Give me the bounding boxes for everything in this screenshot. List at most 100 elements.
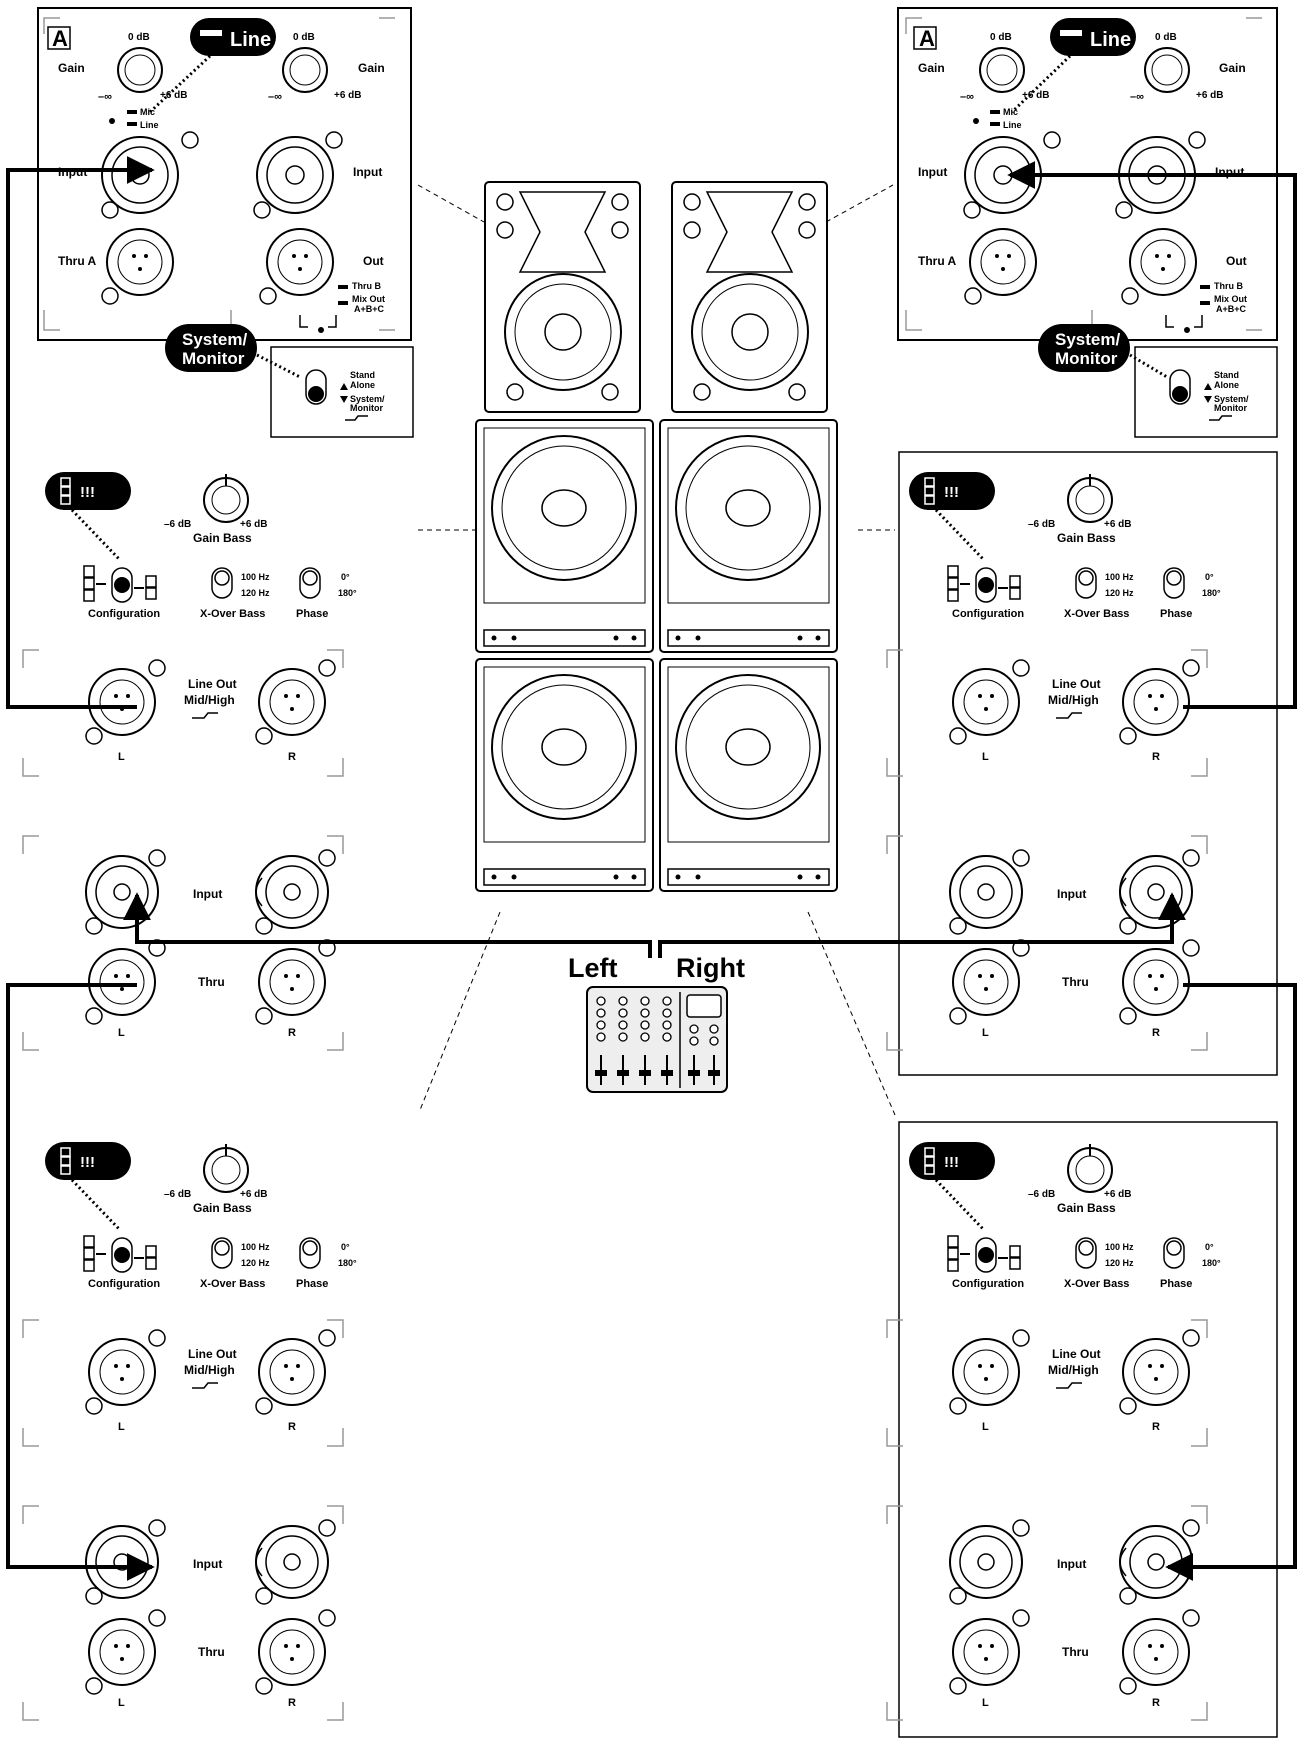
thru-l-xlr[interactable] xyxy=(89,949,155,1015)
label: 180° xyxy=(1202,588,1221,598)
thru-r-xlr[interactable] xyxy=(259,1619,325,1685)
xover-label: X-Over Bass xyxy=(200,1278,265,1290)
svg-text:Stand: Stand xyxy=(350,370,375,380)
line-out-l-xlr[interactable] xyxy=(89,1339,155,1405)
label: +6 dB xyxy=(240,1189,268,1200)
label: 180° xyxy=(338,1258,357,1268)
combo-input-jack[interactable] xyxy=(950,1526,1022,1598)
xover-label: X-Over Bass xyxy=(200,608,265,620)
svg-text:Thru A: Thru A xyxy=(918,254,957,268)
thru-a-xlr[interactable] xyxy=(107,229,173,295)
line-out-r-xlr[interactable] xyxy=(259,669,325,735)
out-xlr[interactable] xyxy=(1130,229,1196,295)
phase-switch[interactable] xyxy=(300,1238,320,1268)
combo-input-jack[interactable] xyxy=(86,1526,158,1598)
phase-switch[interactable] xyxy=(1164,568,1184,598)
line-out-l-xlr[interactable] xyxy=(953,669,1019,735)
combo-input-jack[interactable] xyxy=(950,856,1022,928)
xover-switch[interactable] xyxy=(212,1238,232,1268)
svg-text:A+B+C: A+B+C xyxy=(354,304,385,314)
screw-icon xyxy=(319,850,335,866)
combo-input-jack[interactable] xyxy=(256,856,328,928)
mixer-knob[interactable] xyxy=(619,1021,627,1029)
screw-icon xyxy=(256,1678,272,1694)
thru-r-xlr[interactable] xyxy=(259,949,325,1015)
mixer-fader[interactable] xyxy=(595,1070,607,1076)
mixer-fader[interactable] xyxy=(688,1070,700,1076)
thru-r-xlr[interactable] xyxy=(1123,949,1189,1015)
thru-r-xlr[interactable] xyxy=(1123,1619,1189,1685)
combo-input-jack[interactable] xyxy=(86,856,158,928)
mixer-knob[interactable] xyxy=(690,1037,698,1045)
mixer-fader[interactable] xyxy=(708,1070,720,1076)
mixer-knob[interactable] xyxy=(710,1037,718,1045)
mid-high-cabinet xyxy=(485,182,640,412)
line-out-l-xlr[interactable] xyxy=(89,669,155,735)
screw-icon xyxy=(86,1008,102,1024)
input-label: Input xyxy=(193,1557,222,1571)
line-out-r-xlr[interactable] xyxy=(259,1339,325,1405)
xover-switch[interactable] xyxy=(1076,568,1096,598)
mixer-fader[interactable] xyxy=(639,1070,651,1076)
mixer-knob[interactable] xyxy=(663,997,671,1005)
mixer-knob[interactable] xyxy=(663,1021,671,1029)
xover-switch[interactable] xyxy=(1076,1238,1096,1268)
mixer-knob[interactable] xyxy=(597,1009,605,1017)
configuration-label: Configuration xyxy=(952,608,1024,620)
mixer-knob[interactable] xyxy=(619,1009,627,1017)
mixer-knob[interactable] xyxy=(663,1009,671,1017)
brand-logo: A xyxy=(919,26,935,51)
line-out-l-xlr[interactable] xyxy=(953,1339,1019,1405)
configuration-label: Configuration xyxy=(88,608,160,620)
mixer-knob[interactable] xyxy=(663,1033,671,1041)
mixer-knob[interactable] xyxy=(641,1021,649,1029)
mixer-knob[interactable] xyxy=(597,1033,605,1041)
screw-icon xyxy=(950,1398,966,1414)
label: 100 Hz xyxy=(241,572,270,582)
label: 120 Hz xyxy=(241,1258,270,1268)
mixer-fader[interactable] xyxy=(661,1070,673,1076)
line-out-r-xlr[interactable] xyxy=(1123,1339,1189,1405)
combo-input-jack[interactable] xyxy=(102,137,178,213)
screw-icon xyxy=(950,728,966,744)
phase-switch[interactable] xyxy=(1164,1238,1184,1268)
svg-text:0 dB: 0 dB xyxy=(990,32,1012,43)
mixer-knob[interactable] xyxy=(710,1025,718,1033)
label: L xyxy=(118,751,125,763)
thru-a-xlr[interactable] xyxy=(970,229,1036,295)
svg-text:Thru B: Thru B xyxy=(352,281,381,291)
screw-icon xyxy=(319,1330,335,1346)
mixer-knob[interactable] xyxy=(619,1033,627,1041)
svg-text:–∞: –∞ xyxy=(98,91,112,103)
thru-l-xlr[interactable] xyxy=(89,1619,155,1685)
combo-input-jack[interactable] xyxy=(1120,1526,1192,1598)
phase-switch[interactable] xyxy=(300,568,320,598)
screw-icon xyxy=(1120,1678,1136,1694)
mixer-fader[interactable] xyxy=(617,1070,629,1076)
mixer-knob[interactable] xyxy=(597,997,605,1005)
mixer-knob[interactable] xyxy=(641,1009,649,1017)
combo-input-jack[interactable] xyxy=(257,137,333,213)
combo-input-jack[interactable] xyxy=(1120,856,1192,928)
out-xlr[interactable] xyxy=(267,229,333,295)
mixer-knob[interactable] xyxy=(641,997,649,1005)
combo-input-jack[interactable] xyxy=(256,1526,328,1598)
gain-label: Gain xyxy=(58,61,85,75)
mixer: Left Right xyxy=(568,953,745,1092)
mixer-knob[interactable] xyxy=(597,1021,605,1029)
label: R xyxy=(1152,1027,1160,1039)
label: R xyxy=(288,1697,296,1709)
input-label: Input xyxy=(193,887,222,901)
svg-text:Gain: Gain xyxy=(918,61,945,75)
mixer-knob[interactable] xyxy=(690,1025,698,1033)
mixer-knob[interactable] xyxy=(619,997,627,1005)
screw-icon xyxy=(1013,660,1029,676)
line-out-r-xlr[interactable] xyxy=(1123,669,1189,735)
xover-switch[interactable] xyxy=(212,568,232,598)
mixer-knob[interactable] xyxy=(641,1033,649,1041)
thru-l-xlr[interactable] xyxy=(953,1619,1019,1685)
thru-l-xlr[interactable] xyxy=(953,949,1019,1015)
label: 100 Hz xyxy=(1105,1242,1134,1252)
label: 0° xyxy=(341,572,350,582)
